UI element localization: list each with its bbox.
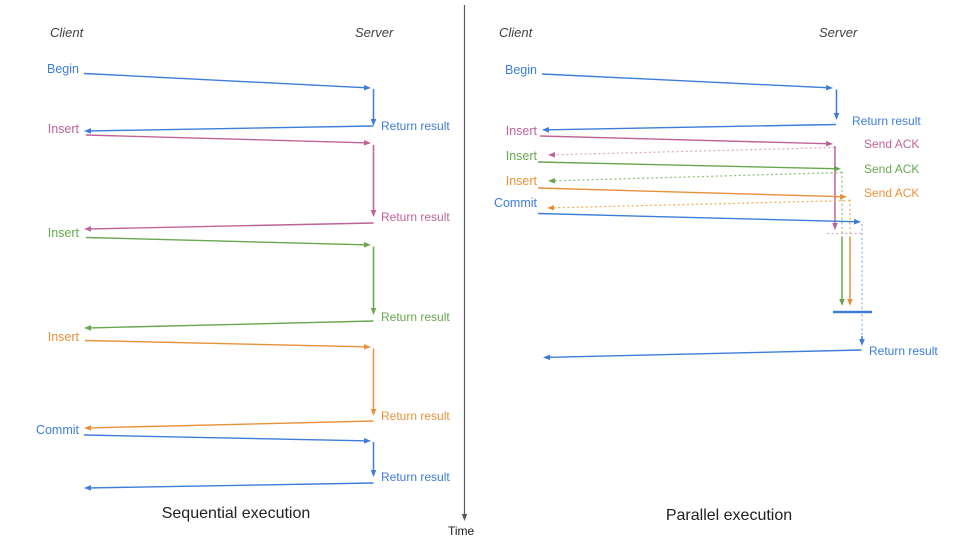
par-return-result-label: Return result xyxy=(852,114,921,128)
par-commit-request-arrow xyxy=(537,212,861,225)
par-client-header: Client xyxy=(499,25,533,40)
seq-server-header: Server xyxy=(355,25,394,40)
seq-op-insert2-label: Insert xyxy=(47,226,79,240)
par-op-insert1-label: Insert xyxy=(505,124,537,138)
seq-insert3-request-arrow xyxy=(84,339,371,350)
par-server-header: Server xyxy=(819,25,858,40)
par-send-ack-label: Send ACK xyxy=(864,162,920,176)
par-begin-response-arrow xyxy=(542,123,837,133)
seq-insert2-response-arrow xyxy=(84,320,374,331)
par-insert2-request-arrow xyxy=(537,161,841,172)
seq-op-commit-label: Commit xyxy=(35,423,79,437)
par-insert3-request-arrow xyxy=(537,187,847,200)
parallel-arrows xyxy=(537,73,872,361)
par-final-return-result-label: Return result xyxy=(869,344,938,358)
par-op-insert3-label: Insert xyxy=(505,174,537,188)
seq-return-result-label: Return result xyxy=(381,210,450,224)
seq-insert3-response-arrow xyxy=(84,420,374,431)
parallel-execution-title: Parallel execution xyxy=(665,507,793,524)
seq-return-result-label: Return result xyxy=(381,409,450,423)
seq-insert1-request-arrow xyxy=(85,134,371,146)
par-insert2-ack-arrow xyxy=(548,171,843,184)
par-begin-request-arrow xyxy=(541,73,833,91)
par-insert1-ack-arrow xyxy=(548,146,836,158)
seq-op-insert3-label: Insert xyxy=(47,330,79,344)
par-insert1-request-arrow xyxy=(539,135,833,147)
seq-begin-response-arrow xyxy=(84,125,374,134)
par-op-insert2-label: Insert xyxy=(505,149,537,163)
seq-return-result-label: Return result xyxy=(381,470,450,484)
seq-commit-request-arrow xyxy=(83,434,371,444)
seq-commit-response-arrow xyxy=(84,482,374,491)
seq-op-insert1-label: Insert xyxy=(47,122,79,136)
par-op-commit-label: Commit xyxy=(493,196,537,210)
seq-return-result-label: Return result xyxy=(381,310,450,324)
seq-return-result-label: Return result xyxy=(381,119,450,133)
par-op-begin-label: Begin xyxy=(505,63,537,77)
time-axis-label: Time xyxy=(448,524,475,538)
seq-insert1-response-arrow xyxy=(84,222,374,232)
seq-begin-request-arrow xyxy=(83,72,371,91)
par-final-response-arrow xyxy=(543,349,862,361)
par-send-ack-label: Send ACK xyxy=(864,186,920,200)
par-insert3-ack-arrow xyxy=(547,199,851,211)
sequential-execution-title: Sequential execution xyxy=(161,505,311,522)
sequential-arrows xyxy=(83,72,377,491)
seq-insert2-request-arrow xyxy=(85,236,371,248)
par-send-ack-label: Send ACK xyxy=(864,137,920,151)
seq-op-begin-label: Begin xyxy=(47,62,79,76)
seq-client-header: Client xyxy=(50,25,84,40)
